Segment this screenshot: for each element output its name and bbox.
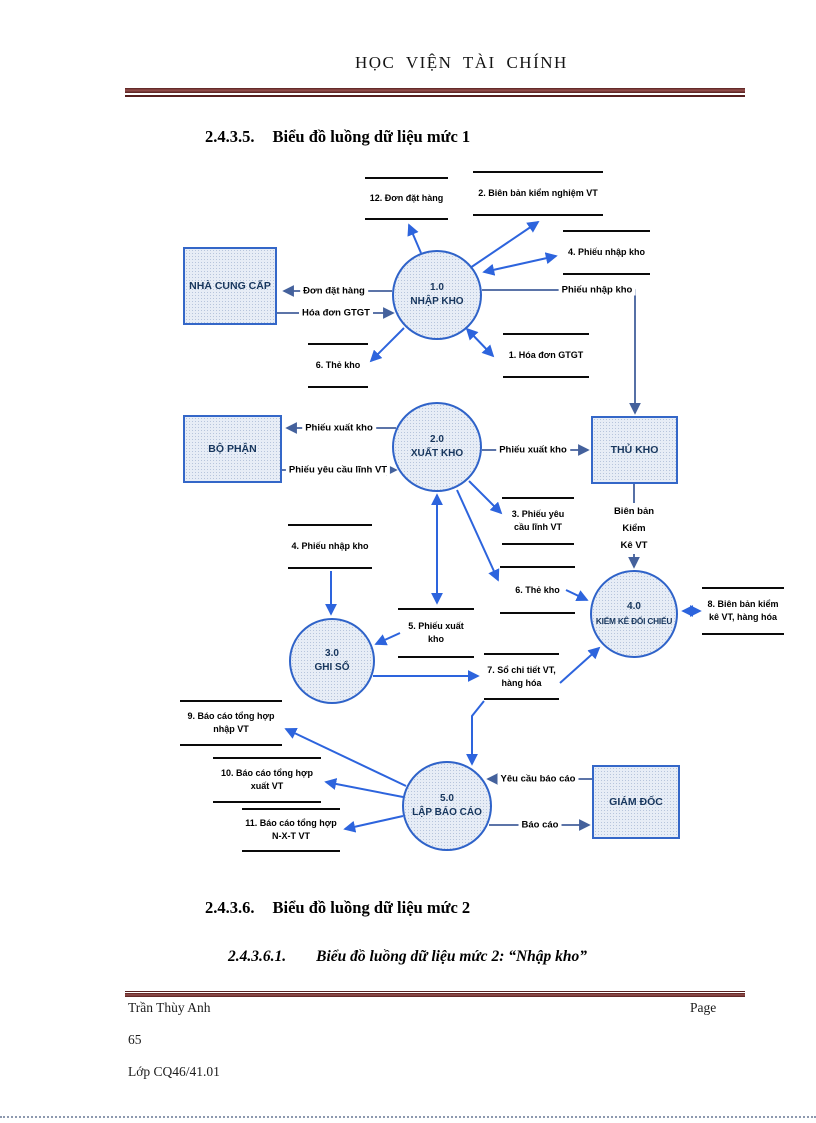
footer-divider-thin — [125, 991, 745, 992]
datastore-bao-cao-nhap: 9. Báo cáo tổng hợp nhập VT — [180, 700, 282, 746]
arrow-p5-to-store11 — [343, 815, 404, 833]
page-header-title: HỌC VIỆN TÀI CHÍNH — [355, 53, 568, 72]
footer-class-line: Lớp CQ46/41.01 — [128, 1064, 220, 1079]
flow-label-bao-cao: Báo cáo — [518, 819, 562, 831]
datastore-phieu-nhap-kho-top: 4. Phiếu nhập kho — [563, 230, 650, 275]
datastore-hoa-don-gtgt: 1. Hóa đơn GTGT — [503, 333, 589, 378]
flow-label-phieu-yeu-cau: Phiếu yêu cầu lĩnh VT — [285, 464, 391, 476]
datastore-phieu-xuat-kho: 5. Phiếu xuất kho — [398, 608, 474, 658]
entity-giam-doc: GIÁM ĐỐC — [592, 765, 680, 839]
arrow-store7-to-p5-elbow — [466, 700, 485, 766]
process-xuat-kho: 2.0 XUẤT KHO — [392, 402, 482, 492]
process-name: GHI SỔ — [314, 662, 350, 673]
process-lap-bao-cao: 5.0 LẬP BÁO CÁO — [402, 761, 492, 851]
header-divider-thin — [125, 95, 745, 97]
datastore-the-kho-a: 6. Thẻ kho — [308, 343, 368, 388]
header-divider-thick — [125, 88, 745, 93]
process-name: XUẤT KHO — [410, 448, 464, 459]
process-kiem-ke-doi-chieu: 4.0 KIỂM KÊ ĐỐI CHIẾU — [590, 570, 678, 658]
flow-label-line: Biên bản — [613, 506, 655, 517]
datastore-phieu-yeu-cau: 3. Phiếu yêu cầu lĩnh VT — [502, 497, 574, 545]
datastore-bao-cao-nxt: 11. Báo cáo tổng hợp N-X-T VT — [242, 808, 340, 852]
process-nhap-kho: 1.0 NHẬP KHO — [392, 250, 482, 340]
section-title: Biểu đồ luồng dữ liệu mức 1 — [272, 127, 471, 146]
section-number: 2.4.3.6. — [205, 898, 255, 917]
flow-label-don-dat-hang: Đơn đặt hàng — [300, 285, 368, 297]
datastore-so-chi-tiet: 7. Sổ chi tiết VT, hàng hóa — [484, 653, 559, 700]
process-id: 2.0 — [430, 434, 444, 445]
process-name: LẬP BÁO CÁO — [412, 807, 482, 818]
arrow-p2-to-store6b — [456, 489, 500, 582]
section-title: Biểu đồ luồng dữ liệu mức 2 — [272, 898, 471, 917]
section-title: Biểu đồ luồng dữ liệu mức 2: “Nhập kho” — [316, 948, 588, 965]
arrow-store5-to-p3 — [374, 632, 401, 646]
datastore-bao-cao-xuat: 10. Báo cáo tổng hợp xuất VT — [213, 757, 321, 803]
arrow-p5-to-store9 — [284, 727, 407, 787]
arrow-store7-to-p4 — [559, 646, 601, 684]
arrow-store6b-to-p4 — [565, 589, 589, 602]
process-id: 3.0 — [325, 648, 339, 659]
datastore-bien-ban-kiem-ke: 8. Biên bản kiểm kê VT, hàng hóa — [702, 587, 784, 635]
process-id: 5.0 — [440, 793, 454, 804]
arrow-p1-to-store12 — [407, 223, 422, 254]
section-heading-24361: 2.4.3.6.1. Biểu đồ luồng dữ liệu mức 2: … — [228, 948, 587, 966]
flow-label-phieu-xuat-kho-left: Phiếu xuất kho — [302, 422, 376, 434]
section-heading-2436: 2.4.3.6. Biểu đồ luồng dữ liệu mức 2 — [205, 898, 470, 918]
flow-label-hoa-don-gtgt: Hóa đơn GTGT — [299, 307, 373, 319]
entity-nha-cung-cap: NHÀ CUNG CẤP — [183, 247, 277, 325]
arrow-p1-to-store6 — [369, 327, 405, 363]
section-number: 2.4.3.6.1. — [228, 948, 287, 965]
process-ghi-so: 3.0 GHI SỔ — [289, 618, 375, 704]
arrow-p1-to-store2 — [469, 220, 540, 269]
arrow-p2-to-store3 — [468, 480, 503, 515]
footer-page-label: Page — [690, 1000, 717, 1015]
flow-label-phieu-xuat-kho-right: Phiếu xuất kho — [496, 444, 570, 456]
flow-label-phieu-nhap-kho: Phiếu nhập kho — [558, 284, 636, 296]
process-id: 1.0 — [430, 282, 444, 293]
process-name: NHẬP KHO — [410, 296, 464, 307]
datastore-don-dat-hang: 12. Đơn đặt hàng — [365, 177, 448, 220]
flow-label-yeu-cau-bao-cao: Yêu cầu báo cáo — [497, 773, 579, 785]
footer-page-number: 65 — [128, 1032, 142, 1047]
flow-label-line: Kê VT — [620, 540, 648, 551]
footer-author: Trần Thùy Anh — [128, 1000, 211, 1015]
arrow-p5-to-store10 — [324, 778, 404, 798]
datastore-phieu-nhap-kho-mid: 4. Phiếu nhập kho — [288, 524, 372, 569]
datastore-the-kho-b: 6. Thẻ kho — [500, 566, 575, 614]
footer-divider-thick — [125, 993, 745, 997]
arrow-p1-store4-both — [482, 252, 558, 276]
entity-thu-kho: THỦ KHO — [591, 416, 678, 484]
section-number: 2.4.3.5. — [205, 127, 255, 146]
section-heading-2435: 2.4.3.5. Biểu đồ luồng dữ liệu mức 1 — [205, 127, 470, 147]
entity-bo-phan: BỘ PHẬN — [183, 415, 282, 483]
datastore-bien-ban-kiem-nghiem: 2. Biên bản kiểm nghiệm VT — [473, 171, 603, 216]
flow-label-bien-ban-kiem-ke: Biên bản Kiểm Kê VT — [610, 503, 658, 554]
flow-label-line: Kiểm — [622, 523, 646, 534]
process-id: 4.0 — [627, 601, 641, 612]
arrow-p1-store1-both — [465, 327, 495, 358]
page-bottom-dotted-boundary — [0, 1116, 816, 1118]
process-name: KIỂM KÊ ĐỐI CHIẾU — [595, 616, 673, 626]
